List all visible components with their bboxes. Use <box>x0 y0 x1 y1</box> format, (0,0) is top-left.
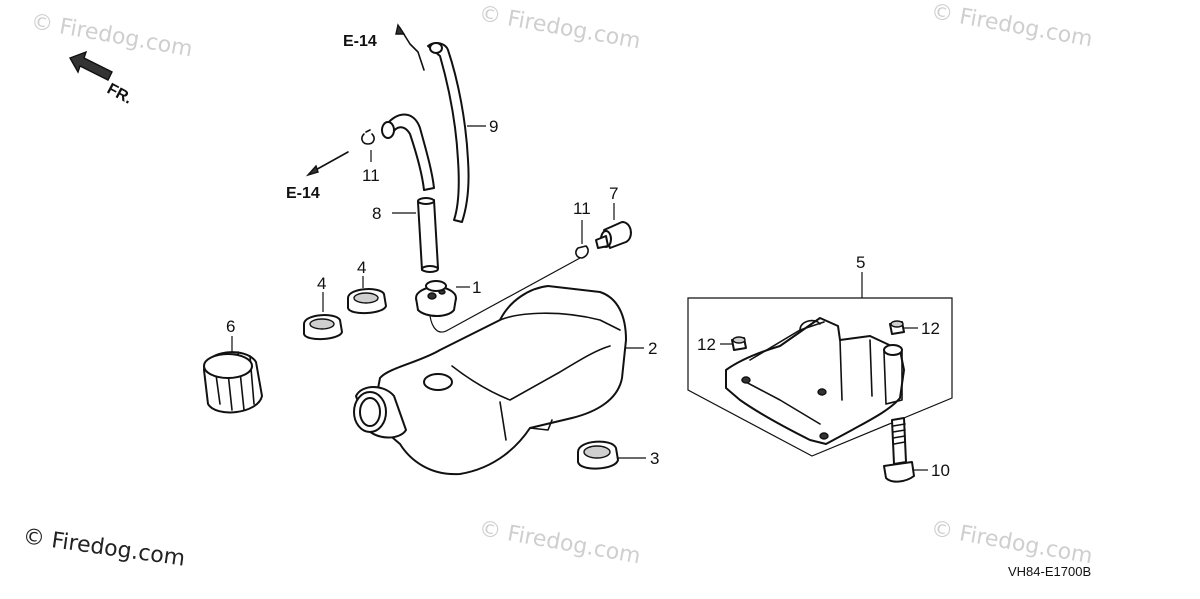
part-11-clip-right: 11 <box>573 199 591 259</box>
callout-3: 3 <box>650 449 659 468</box>
part-11-clip-upper: 11 <box>361 129 380 185</box>
part-10-bolt: 10 <box>883 417 950 483</box>
reference-arrow-icon <box>399 27 425 71</box>
callout-10: 10 <box>931 461 950 480</box>
watermark-bottom-right: © Firedog.com <box>929 516 1094 569</box>
watermark-top-left: © Firedog.com <box>29 9 194 62</box>
reference-label: E-14 <box>343 33 377 50</box>
diagram-code: VH84-E1700B <box>1008 564 1091 579</box>
callout-12-left: 12 <box>697 335 716 354</box>
callout-2: 2 <box>648 339 657 358</box>
watermark-main: © Firedog.com <box>21 524 187 572</box>
callout-1: 1 <box>472 278 481 297</box>
reference-label: E-14 <box>286 185 320 202</box>
reference-arrow-icon <box>311 151 349 173</box>
callout-7: 7 <box>609 184 618 203</box>
part-elbow-hose <box>381 113 435 191</box>
front-label: FR. <box>104 81 135 108</box>
part-2-fuel-tank: 2 <box>353 285 657 476</box>
callout-4-left: 4 <box>317 274 326 293</box>
part-4-grommet-b: 4 <box>347 258 387 314</box>
watermark-top-right: © Firedog.com <box>929 0 1094 52</box>
callout-11-right: 11 <box>573 199 591 218</box>
part-8-hose: 8 <box>372 197 439 273</box>
reference-e14-top: E-14 <box>343 23 425 71</box>
front-arrow-icon <box>68 50 113 81</box>
watermark-top-center: © Firedog.com <box>477 1 642 54</box>
reference-e14-left: E-14 <box>286 151 349 202</box>
callout-4-right: 4 <box>357 258 366 277</box>
callout-8: 8 <box>372 204 381 223</box>
callout-5: 5 <box>856 253 865 272</box>
reference-arrowhead-icon <box>305 164 319 177</box>
watermark-layer: © Firedog.com © Firedog.com © Firedog.co… <box>21 0 1094 572</box>
part-6-fuel-cap: 6 <box>203 317 263 414</box>
part-12-nut-right: 12 <box>889 319 940 338</box>
callout-11-upper: 11 <box>362 166 380 185</box>
reference-arrowhead-icon <box>395 23 406 35</box>
part-7-fuel-joint: 7 <box>595 184 632 249</box>
part-5-bracket-assembly: 5 <box>687 253 953 457</box>
callout-12-right: 12 <box>921 319 940 338</box>
part-4-grommet-a: 4 <box>303 274 343 340</box>
part-12-nut-left: 12 <box>697 335 747 354</box>
part-1-joint: 1 <box>415 257 581 333</box>
front-direction-indicator: FR. <box>68 50 135 108</box>
part-3-grommet: 3 <box>577 440 659 470</box>
callout-6: 6 <box>226 317 235 336</box>
callout-9: 9 <box>489 117 498 136</box>
watermark-bottom-center: © Firedog.com <box>477 516 642 569</box>
part-9-tube: 9 <box>427 42 498 223</box>
